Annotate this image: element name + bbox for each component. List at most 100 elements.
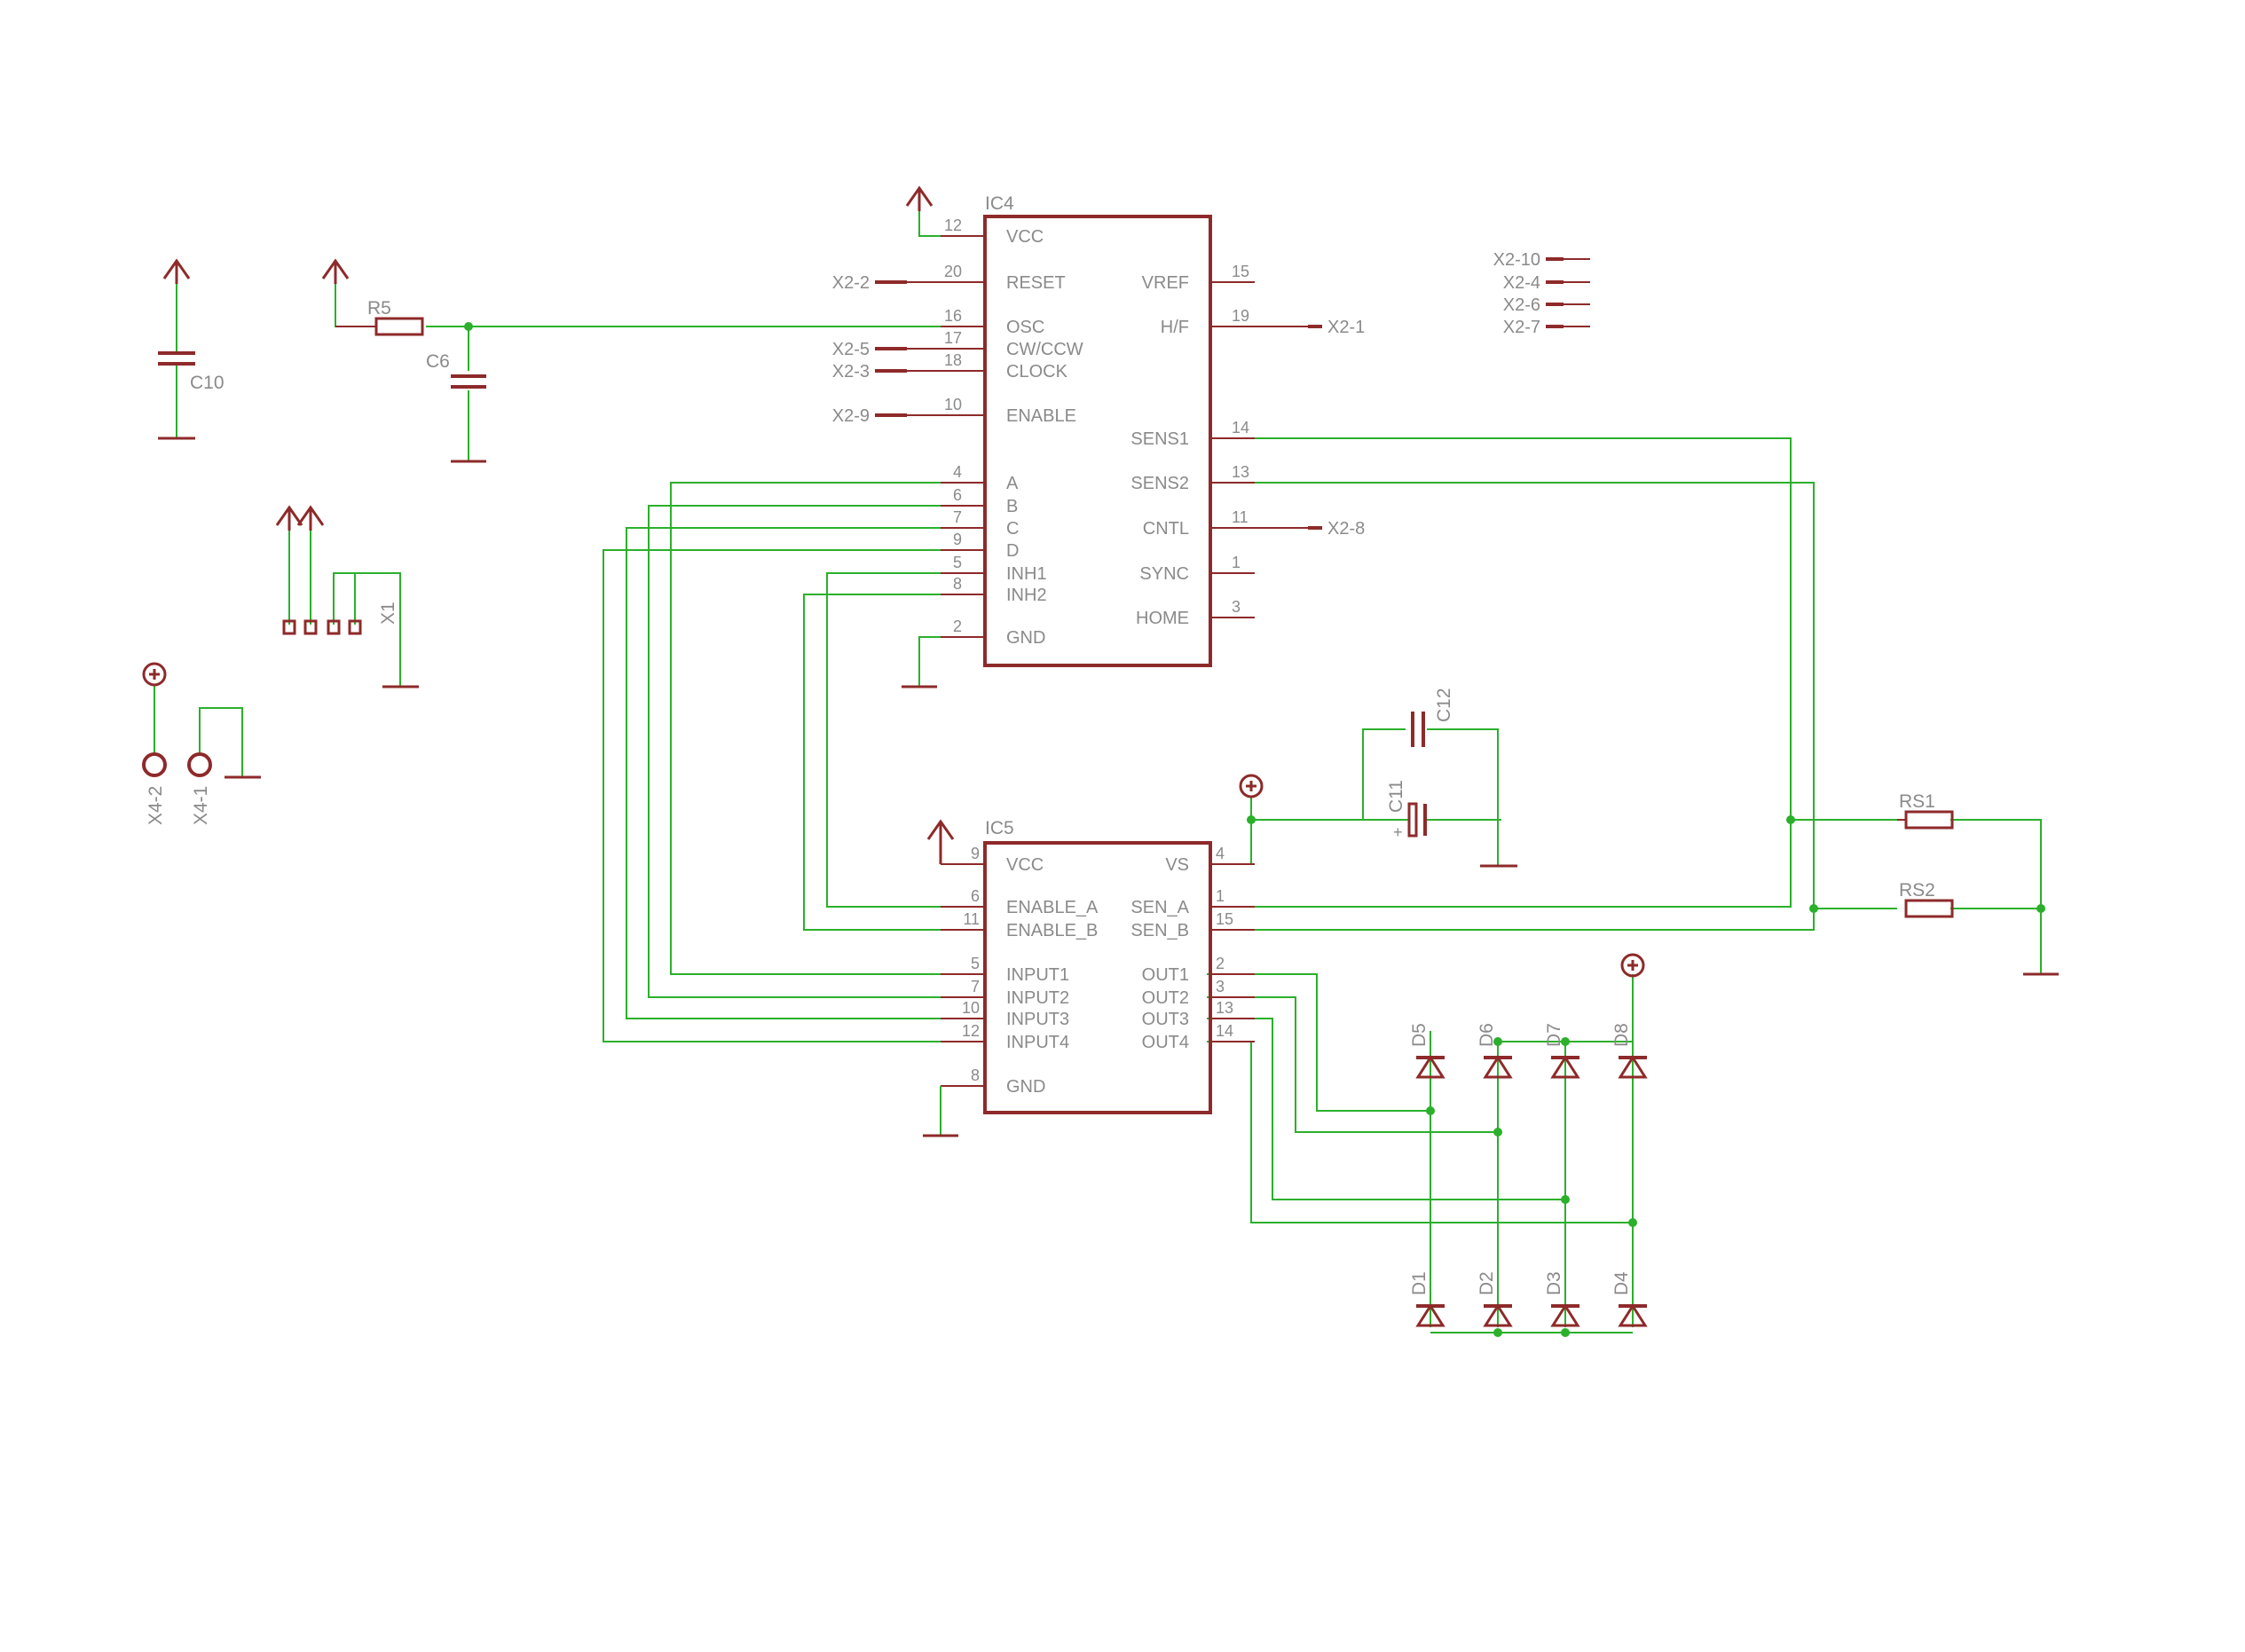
vcc-arrow-icon	[926, 819, 955, 864]
ic4-pin-label: ENABLE	[1006, 406, 1076, 426]
c11-label: C11	[1386, 780, 1406, 813]
ic4-pin-num: 16	[944, 307, 962, 325]
ic4-pin-num: 17	[944, 329, 962, 347]
diode-d4: D4	[1611, 1271, 1648, 1327]
ic5-pin-label: GND	[1006, 1077, 1045, 1097]
x4-1-label: X4-1	[191, 786, 211, 825]
x2-9-label: X2-9	[832, 406, 870, 426]
ic4-pin-num: 11	[1232, 508, 1249, 526]
c10-label: C10	[190, 373, 224, 393]
connector-x1: X1	[282, 602, 398, 635]
ic4-pin-label: CNTL	[1143, 519, 1189, 539]
diode-d1: D1	[1409, 1271, 1445, 1327]
x2-10-label: X2-10	[1493, 250, 1540, 270]
connector-x4: X4-2 X4-1	[142, 752, 212, 825]
ic4-pin-label: OSC	[1006, 318, 1044, 337]
resistor-r5: R5	[335, 298, 424, 336]
ic4-pin-num: 6	[953, 486, 962, 504]
ic5-pin-label: OUT3	[1142, 1010, 1189, 1029]
c6-label: C6	[426, 351, 450, 372]
ic4-pin-label: D	[1006, 541, 1019, 561]
diode-d8: D8	[1611, 1023, 1648, 1079]
ic4-pin-label: GND	[1006, 628, 1045, 648]
ic5-pin-num: 13	[1216, 999, 1233, 1017]
x2-1-label: X2-1	[1327, 318, 1365, 337]
ic4-pin-label: VCC	[1006, 227, 1044, 247]
ic5-pin-label: INPUT2	[1006, 988, 1069, 1008]
resistor-rs1: RS1	[1897, 791, 1954, 830]
ic5-pin-label: ENABLE_B	[1006, 921, 1098, 940]
rs1-label: RS1	[1899, 791, 1935, 812]
junction-dots	[464, 322, 2045, 1337]
ic4-pin-num: 20	[944, 263, 962, 280]
ic4-pin-label: H/F	[1161, 318, 1189, 337]
supply-symbols	[142, 185, 2059, 1137]
diode-d7: D7	[1544, 1023, 1580, 1079]
ic5-pin-label: OUT2	[1142, 988, 1189, 1008]
ic4-pin-label: INH2	[1006, 586, 1047, 605]
ic4-pin-num: 2	[953, 618, 962, 635]
ic4-pin-num: 5	[953, 554, 962, 571]
ic4-pin-label: B	[1006, 497, 1018, 516]
ic4-pin-num: 12	[944, 216, 962, 234]
plus-supply-icon	[1620, 953, 1645, 978]
ic4-pin-num: 7	[953, 508, 962, 526]
ic4-pin-label: VREF	[1142, 273, 1189, 293]
d7-label: D7	[1544, 1023, 1564, 1047]
diode-d5: D5	[1409, 1023, 1445, 1079]
x4-2-label: X4-2	[146, 786, 166, 825]
d8-label: D8	[1611, 1023, 1632, 1047]
x2-4-label: X2-4	[1503, 273, 1540, 293]
ic5-pin-num: 4	[1216, 845, 1225, 862]
ic5-pin-num: 12	[962, 1022, 980, 1040]
ic4-pin-label: INH1	[1006, 564, 1047, 584]
x2-connector-labels: X2-2 X2-5 X2-3 X2-9 X2-1 X2-8 X2-10 X2-4…	[832, 250, 1590, 539]
ic4-pin-num: 8	[953, 575, 962, 593]
x1-label: X1	[378, 602, 398, 625]
diode-d3: D3	[1544, 1271, 1580, 1327]
x2-8-label: X2-8	[1327, 519, 1365, 539]
ic5-pin-label: OUT1	[1142, 965, 1189, 985]
plus-supply-icon	[142, 662, 167, 687]
vcc-arrow-icon	[321, 258, 350, 284]
r5-label: R5	[367, 298, 391, 319]
ic4-pin-num: 14	[1232, 419, 1249, 437]
ic5-name: IC5	[985, 818, 1014, 838]
ic5-pin-label: VS	[1165, 855, 1189, 875]
ic4-pin-label: CLOCK	[1006, 362, 1068, 382]
ic4-left-pins: 12 20 16 17 18 10 4 6 7 9 5 8 2 VCC RESE…	[941, 216, 1083, 648]
ic4: IC4 12 20 16 17 18 10 4 6 7 9 5	[941, 193, 1255, 667]
vcc-arrow-icon	[162, 258, 191, 284]
ic4-pin-num: 3	[1232, 598, 1241, 616]
diode-d6: D6	[1477, 1023, 1513, 1079]
ic4-pin-label: SYNC	[1139, 564, 1189, 584]
ic4-pin-label: C	[1006, 519, 1019, 539]
ic4-pin-label: HOME	[1136, 609, 1189, 628]
vcc-arrow-icon	[275, 505, 325, 531]
ic5-pin-num: 1	[1216, 887, 1225, 905]
ic5: IC5 9 6 11 5 7 10 12 8 VCC ENABLE_A ENAB…	[941, 818, 1255, 1114]
ic4-pin-label: SENS2	[1130, 474, 1189, 493]
ic5-pin-label: INPUT1	[1006, 965, 1069, 985]
ic4-pin-num: 9	[953, 531, 962, 548]
x2-2-label: X2-2	[832, 273, 870, 293]
ic4-pin-num: 10	[944, 396, 962, 413]
resistor-rs2: RS2	[1899, 880, 1954, 918]
capacitor-c11: + C11	[1386, 780, 1427, 841]
x2-5-label: X2-5	[832, 340, 870, 359]
ic4-pin-num: 19	[1232, 307, 1249, 325]
d6-label: D6	[1477, 1023, 1497, 1047]
diode-bridge: D5 D6 D7 D8 D1 D2 D3 D4	[1409, 1023, 1648, 1327]
ic5-pin-num: 7	[971, 978, 980, 995]
d4-label: D4	[1611, 1271, 1632, 1295]
d5-label: D5	[1409, 1023, 1430, 1047]
ic4-pin-num: 13	[1232, 463, 1249, 481]
ic5-pin-num: 6	[971, 887, 980, 905]
capacitor-c6: C6	[426, 351, 486, 389]
ic5-pin-num: 15	[1216, 910, 1233, 928]
ic5-pin-label: SEN_A	[1130, 898, 1189, 917]
ic5-pin-label: INPUT3	[1006, 1010, 1069, 1029]
ic5-pin-num: 5	[971, 955, 980, 972]
vcc-arrow-icon	[905, 185, 933, 211]
